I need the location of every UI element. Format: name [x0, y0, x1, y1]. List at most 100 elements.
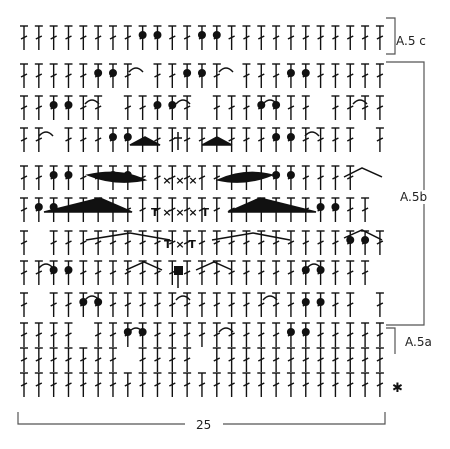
stitch-dc: [79, 347, 88, 372]
stitch-dc: [361, 95, 370, 120]
chain-arc: [352, 99, 368, 105]
stitch-dc: [153, 322, 162, 347]
stitch-dc: [227, 372, 236, 397]
star-icon: ✱: [392, 381, 403, 396]
stitch-dc: [316, 127, 325, 152]
stitch-dc: [138, 372, 147, 397]
stitch-dc: [331, 292, 340, 317]
stitch-dc-bobble: [123, 322, 132, 347]
chain-arc: [128, 327, 144, 333]
stitch-dc: [346, 292, 355, 317]
stitch-dc: [242, 322, 251, 347]
stitch-dc: [361, 63, 370, 88]
stitch-dc: [346, 95, 355, 120]
stitch-dc: [94, 347, 103, 372]
stitch-dc-bobble: [301, 63, 310, 88]
stitch-dc: [34, 165, 43, 190]
stitch-dc: [375, 230, 384, 255]
stitch-dc: [20, 25, 28, 50]
stitch-dc: [331, 372, 340, 397]
stitch-dc: [183, 347, 192, 372]
stitch-dc: [168, 347, 177, 372]
stitch-dc: [197, 165, 206, 190]
stitch-dc: [375, 95, 384, 120]
stitch-dc: [331, 322, 340, 347]
stitch-dc: [64, 322, 73, 347]
stitch-dc: [94, 25, 103, 50]
stitch-dc: [361, 372, 370, 397]
stitch-dc-bobble: [361, 230, 370, 255]
stitch-dc: [286, 25, 295, 50]
chain-arc: [262, 295, 278, 301]
stitch-dc-bobble: [153, 25, 162, 50]
stitch-dc: [242, 230, 251, 255]
stitch-dc: [197, 197, 206, 222]
stitch-dc-bobble: [316, 260, 325, 285]
stitch-dc: [346, 63, 355, 88]
stitch-dc: [168, 292, 177, 317]
stitch-dc: [212, 95, 221, 120]
stitch-dc-bobble: [138, 322, 147, 347]
stitch-dc-bobble: [94, 63, 103, 88]
stitch-dc: [34, 127, 43, 152]
stitch-dc: [375, 25, 384, 50]
stitch-dc: [79, 372, 88, 397]
chain-arc-wide: [125, 261, 163, 271]
stitch-dc: [153, 197, 162, 222]
stitch-dc: [375, 372, 384, 397]
stitch-dc: [79, 127, 88, 152]
bracket-a5c: [386, 17, 396, 55]
stitch-dc: [49, 372, 58, 397]
stitch-dc: [20, 292, 28, 317]
stitch-dc: [34, 260, 43, 285]
stitch-dc-bobble: [301, 322, 310, 347]
stitch-dc: [301, 230, 310, 255]
stitch-dc: [242, 127, 251, 152]
stitch-dc: [123, 292, 132, 317]
stitch-dc-bobble: [272, 95, 281, 120]
stitch-dc: [272, 322, 281, 347]
stitch-dc: [64, 25, 73, 50]
leaf-shape: [85, 171, 148, 183]
stitch-dc: [301, 127, 310, 152]
stitch-dc: [375, 63, 384, 88]
stitch-dc: [346, 347, 355, 372]
stitch-dc: [212, 63, 221, 88]
stitch-dc: [361, 197, 370, 222]
stitch-dc: [301, 372, 310, 397]
stitch-dc: [183, 322, 192, 347]
stitch-dc: [301, 25, 310, 50]
stitch-dc: [257, 292, 266, 317]
stitch-dc: [331, 63, 340, 88]
stitch-dc-bobble: [286, 127, 295, 152]
stitch-dc: [108, 322, 117, 347]
stitch-dc: [79, 25, 88, 50]
stitch-dc: [375, 127, 384, 152]
chain-arc: [306, 263, 322, 269]
stitch-dc: [108, 25, 117, 50]
stitch-dc: [361, 25, 370, 50]
stitch-dc: [197, 127, 206, 152]
stitch-dc: [346, 372, 355, 397]
stitch-dc: [34, 25, 43, 50]
stitch-dc: [242, 260, 251, 285]
chain-arc-wide: [85, 232, 171, 241]
stitch-dc: [227, 260, 236, 285]
stitch-dc: [346, 165, 355, 190]
stitch-dc: [242, 292, 251, 317]
stitch-dc: [79, 63, 88, 88]
wedge-shape: [227, 197, 317, 213]
chain-arc-wide: [211, 232, 291, 241]
stitch-dc: [301, 165, 310, 190]
stitch-dc: [183, 230, 192, 255]
stitch-dc: [272, 25, 281, 50]
stitch-dc: [34, 372, 43, 397]
stitch-dc: [64, 292, 73, 317]
stitch-dc: [227, 127, 236, 152]
chain-arc: [218, 67, 234, 73]
stitch-dc: [212, 260, 221, 285]
stitch-dc: [49, 230, 58, 255]
stitch-dc: [20, 95, 28, 120]
stitch-dc-bobble: [108, 127, 117, 152]
stitch-dc: [123, 63, 132, 88]
